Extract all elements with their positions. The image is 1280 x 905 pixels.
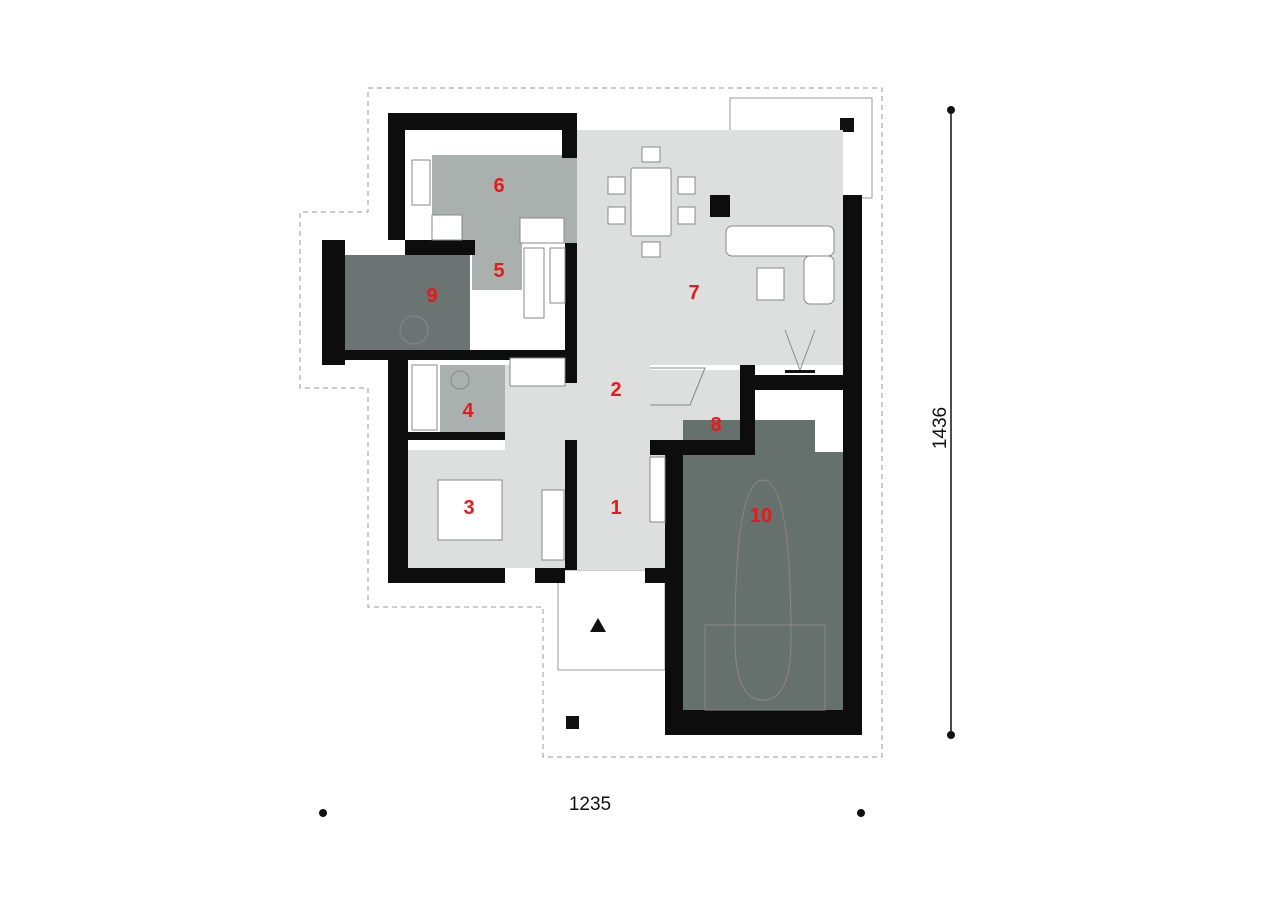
depth-label: 1436 <box>930 407 951 449</box>
walls <box>322 113 862 735</box>
entrance-arrow-icon <box>590 618 606 632</box>
width-label: 1235 <box>569 794 611 815</box>
room-label-2: 2 <box>610 379 621 401</box>
room-label-6: 6 <box>493 175 504 197</box>
dimension-depth: 1436 <box>930 106 955 739</box>
porch <box>557 569 666 671</box>
room-label-10: 10 <box>750 505 772 527</box>
room-label-8: 8 <box>710 414 721 436</box>
dimension-width: 1235 <box>319 794 865 817</box>
room-label-5: 5 <box>493 260 504 282</box>
room-label-3: 3 <box>463 497 474 519</box>
room-label-4: 4 <box>462 400 474 422</box>
room-label-1: 1 <box>610 497 621 519</box>
room-label-7: 7 <box>688 282 699 304</box>
column-icon <box>566 716 579 729</box>
room-label-9: 9 <box>426 285 437 307</box>
roof-outline <box>299 87 883 758</box>
chimney-icon <box>840 118 854 132</box>
furniture <box>399 146 835 711</box>
